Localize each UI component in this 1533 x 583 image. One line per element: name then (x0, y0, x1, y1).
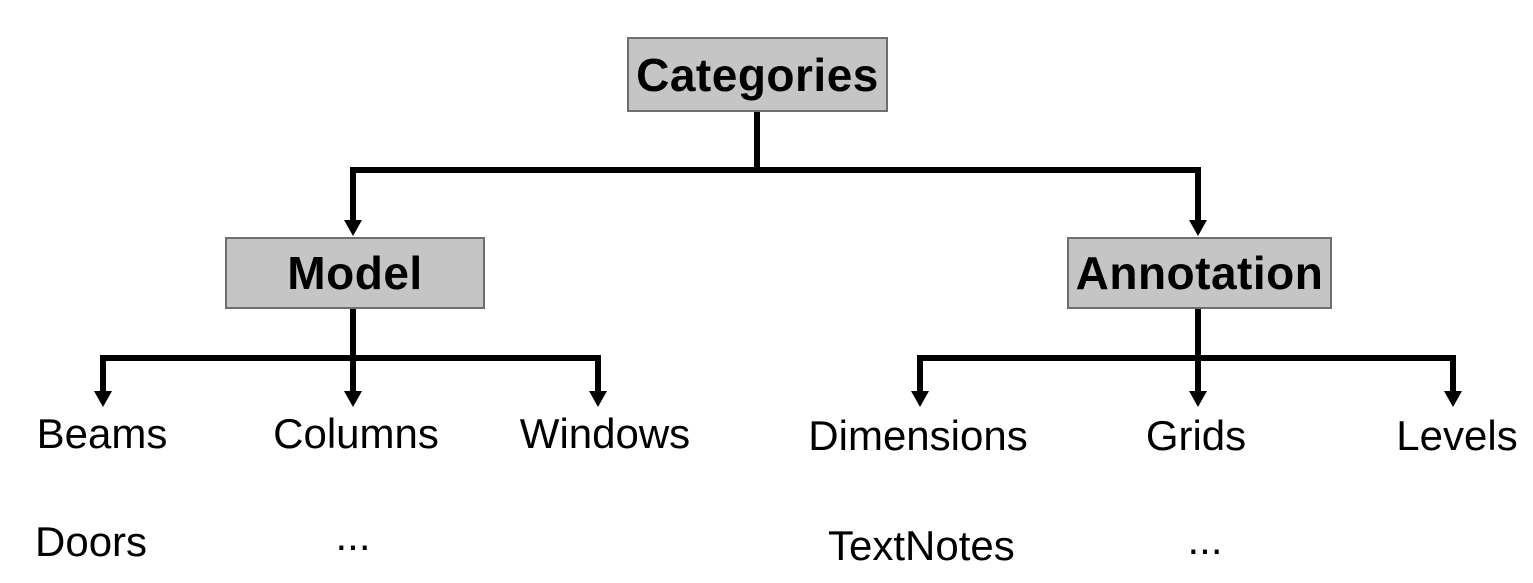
node-annotation: Annotation (1067, 237, 1332, 309)
leaf-windows: Windows (519, 410, 691, 457)
leaf-doors: Doors (35, 518, 148, 565)
leaf-ellipsis-model: ... (335, 512, 371, 559)
arrowhead-windows-icon (589, 391, 607, 407)
arrowhead-beams-icon (94, 391, 112, 407)
node-model: Model (225, 237, 485, 309)
leaf-levels: Levels (1396, 412, 1518, 459)
leaf-columns: Columns (273, 410, 439, 457)
arrowhead-model-icon (344, 220, 362, 236)
arrowhead-annotation-icon (1189, 220, 1207, 236)
node-annotation-label: Annotation (1075, 247, 1324, 299)
leaf-textnotes: TextNotes (828, 522, 1015, 569)
arrowhead-columns-icon (344, 391, 362, 407)
arrowhead-levels-icon (1444, 391, 1462, 407)
leaf-ellipsis-annotation: ... (1187, 516, 1223, 563)
leaf-beams: Beams (36, 410, 168, 457)
leaf-grids: Grids (1145, 412, 1247, 459)
leaf-dimensions: Dimensions (808, 412, 1028, 459)
node-model-label: Model (287, 247, 423, 299)
arrowhead-dimensions-icon (911, 391, 929, 407)
node-categories-label: Categories (636, 48, 879, 101)
arrowhead-grids-icon (1189, 391, 1207, 407)
node-categories: Categories (627, 37, 888, 112)
